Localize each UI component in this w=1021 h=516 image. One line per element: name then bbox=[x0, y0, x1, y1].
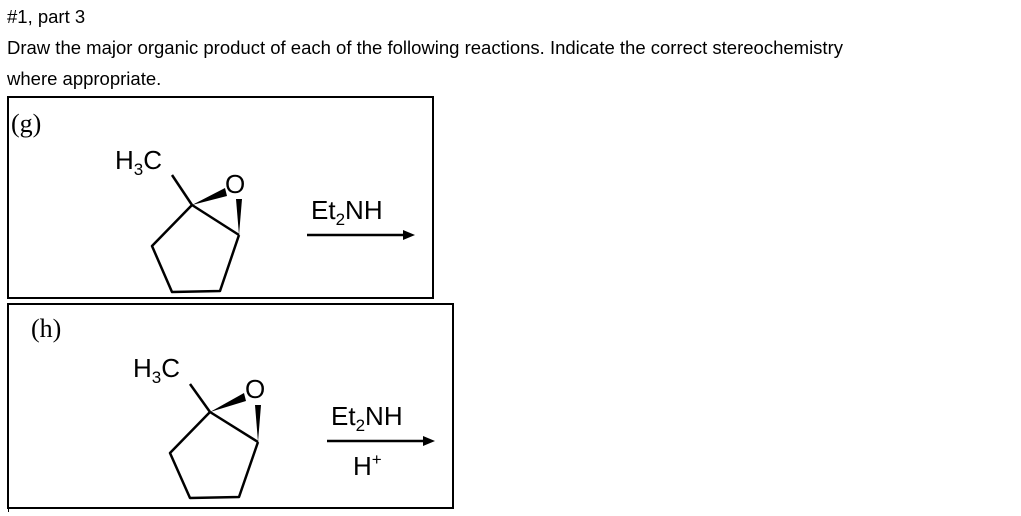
acid-catalyst-label: H+ bbox=[353, 450, 382, 481]
epoxide-wedge-bond bbox=[255, 405, 261, 442]
methyl-bond bbox=[170, 174, 194, 206]
methyl-label: H3C bbox=[133, 353, 180, 387]
epoxide-wedge-bond bbox=[210, 393, 246, 412]
epoxide-cc-bond bbox=[209, 410, 259, 444]
problem-g-label: (g) bbox=[11, 109, 42, 138]
instruction-text: Draw the major organic product of each o… bbox=[7, 37, 843, 58]
reagent-label: Et2NH bbox=[311, 195, 383, 229]
problem-h-label: (h) bbox=[31, 314, 62, 343]
epoxide-cc-bond bbox=[191, 203, 240, 237]
problem-h-box: (h) H3C O Et2NH H+ bbox=[7, 303, 454, 509]
methyl-bond bbox=[188, 383, 212, 413]
problem-g-reaction-scheme: H3C O Et2NH bbox=[115, 145, 415, 294]
cyclopentane-ring bbox=[150, 204, 241, 294]
page-title: #1, part 3 bbox=[7, 6, 86, 27]
epoxide-wedge-bond bbox=[192, 188, 227, 205]
cyclopentane-ring bbox=[168, 411, 260, 500]
text-cursor bbox=[8, 487, 9, 512]
epoxide-oxygen-label: O bbox=[245, 374, 265, 404]
instruction-text-continued: where appropriate. bbox=[7, 68, 162, 89]
problem-g-box: (g) H3C O Et2NH bbox=[7, 96, 434, 299]
reaction-arrow-head bbox=[423, 436, 435, 446]
reaction-arrow-head bbox=[403, 230, 415, 240]
methyl-label: H3C bbox=[115, 145, 162, 179]
epoxide-oxygen-label: O bbox=[225, 169, 245, 199]
epoxide-wedge-bond bbox=[236, 199, 242, 235]
problem-h-reaction-scheme: H3C O Et2NH H+ bbox=[133, 353, 435, 500]
reagent-label: Et2NH bbox=[331, 401, 403, 435]
